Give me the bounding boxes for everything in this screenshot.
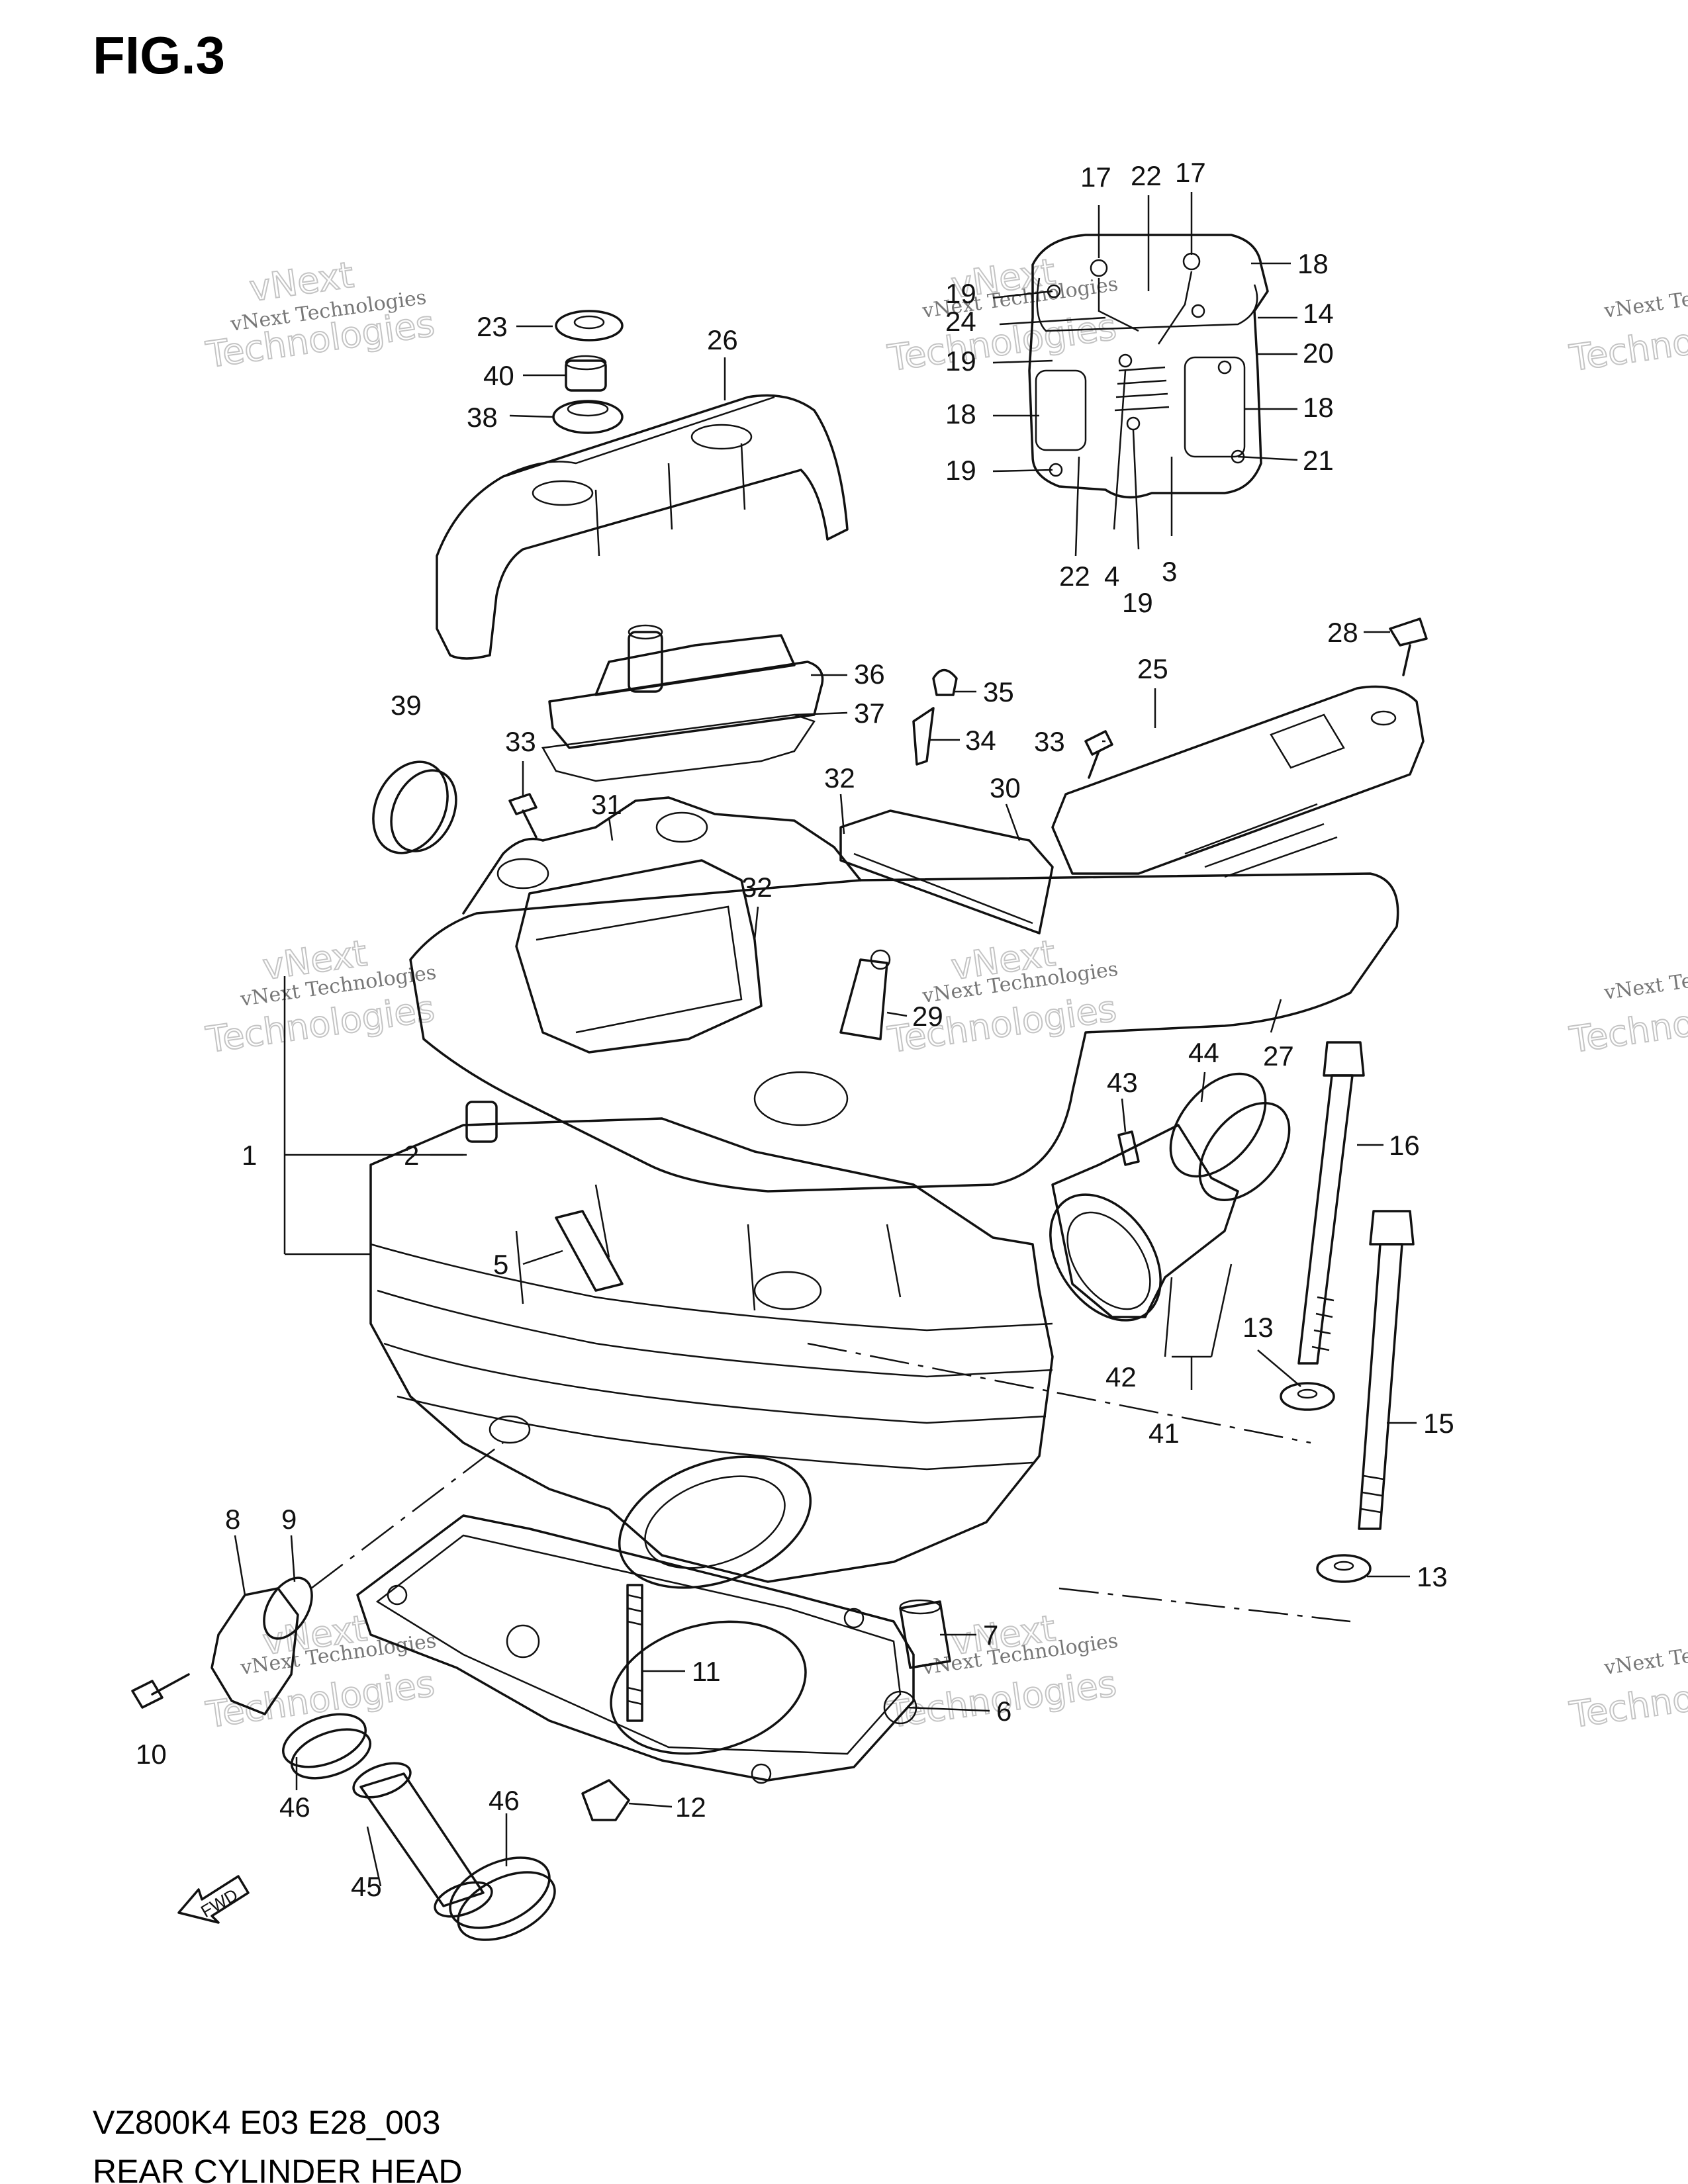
callout-label: 7	[983, 1619, 998, 1651]
watermark-text: vNext Technologies	[1602, 273, 1688, 323]
callout-label: 30	[990, 772, 1021, 803]
callout-label: 24	[945, 306, 976, 337]
callout-label: 22	[1131, 160, 1162, 191]
callout-label: 19	[945, 455, 976, 486]
watermark-big: Technologies	[885, 306, 1119, 379]
callout-label: 4	[1104, 561, 1119, 592]
callout-label: 46	[279, 1792, 310, 1823]
top-cover	[1051, 685, 1425, 878]
figure-title: FIG.3	[93, 26, 226, 85]
callout-label: 40	[483, 360, 514, 391]
callout-label: 25	[1137, 653, 1168, 684]
callout-label: 16	[1389, 1130, 1420, 1161]
callout-label: 5	[493, 1249, 508, 1280]
callout-label: 9	[281, 1504, 297, 1535]
callout-label: 28	[1327, 617, 1358, 648]
callout-label: 18	[1297, 248, 1329, 279]
callout-label: 33	[505, 726, 536, 757]
callout-labels: 17 22 17 18 19 24 14 19 20 18 18 19 21 2…	[136, 157, 1454, 1902]
callout-label: 12	[675, 1792, 706, 1823]
water-union	[131, 1576, 313, 1715]
callout-label: 10	[136, 1739, 167, 1770]
forward-arrow: FWD	[177, 1875, 250, 1924]
callout-label: 45	[351, 1871, 382, 1902]
callout-label: 29	[912, 1001, 943, 1032]
callout-label: 26	[707, 324, 738, 355]
callout-label: 33	[1034, 726, 1065, 757]
callout-label: 18	[945, 398, 976, 430]
callout-label: 19	[945, 278, 976, 309]
callout-label: 20	[1303, 338, 1334, 369]
head-gasket	[356, 1514, 917, 1784]
callout-label: 19	[945, 345, 976, 377]
breather-cover	[541, 624, 824, 782]
cylinder-head-body	[369, 1101, 1054, 1589]
callout-label: 13	[1417, 1561, 1448, 1592]
callout-label: 44	[1188, 1037, 1219, 1068]
callout-label: 14	[1303, 298, 1334, 329]
hose-clamps	[282, 1713, 556, 1941]
cylinder-head-upper	[462, 796, 891, 1126]
watermark-text: vNext Technologies	[1602, 1629, 1688, 1680]
diagram-caption: REAR CYLINDER HEAD	[93, 2153, 463, 2184]
cover-strip	[839, 809, 1054, 934]
callout-label: 36	[854, 659, 885, 690]
callout-label: 43	[1107, 1067, 1138, 1098]
callout-label: 17	[1080, 161, 1111, 193]
callout-label: 23	[477, 311, 508, 342]
callout-label: 13	[1243, 1312, 1274, 1343]
callout-label: 18	[1303, 392, 1334, 423]
callout-label: 2	[404, 1140, 419, 1171]
callout-label: 8	[225, 1504, 240, 1535]
grommet-stack	[552, 310, 624, 434]
callout-label: 22	[1059, 561, 1090, 592]
callout-label: 27	[1263, 1040, 1294, 1071]
model-code: VZ800K4 E03 E28_003	[93, 2104, 441, 2141]
callout-label: 35	[983, 676, 1014, 707]
callout-label: 6	[996, 1696, 1011, 1727]
watermark-text: vNext Technologies	[1602, 954, 1688, 1005]
callout-label: 34	[965, 725, 996, 756]
callout-label: 39	[391, 690, 422, 721]
callout-label: 37	[854, 698, 885, 729]
head-seal-inset	[1028, 234, 1269, 499]
seal-ring	[372, 760, 457, 854]
head-cover-cap	[436, 394, 849, 660]
callout-label: 42	[1105, 1361, 1137, 1392]
leader-lines	[234, 192, 1417, 1887]
washers	[1280, 1382, 1372, 1583]
callout-label: 46	[489, 1785, 520, 1816]
long-bolts	[1297, 1041, 1415, 1530]
callout-label: 31	[591, 789, 622, 820]
callout-label: 19	[1122, 587, 1153, 618]
callout-label: 1	[242, 1140, 257, 1171]
callout-label: 15	[1423, 1408, 1454, 1439]
callout-label: 17	[1175, 157, 1206, 188]
intake-pipe	[1049, 1072, 1291, 1322]
studs-dowels	[581, 1584, 951, 1821]
callout-label: 41	[1149, 1418, 1180, 1449]
callout-label: 3	[1162, 556, 1177, 587]
callout-label: 21	[1303, 445, 1334, 476]
cover-gasket	[409, 872, 1399, 1193]
callout-label: 32	[824, 762, 855, 794]
callout-label: 11	[692, 1656, 721, 1687]
callout-label: 32	[741, 872, 773, 903]
forward-label: FWD	[197, 1885, 241, 1922]
callout-label: 38	[467, 402, 498, 433]
watermark-big: Technologies	[203, 1662, 437, 1736]
